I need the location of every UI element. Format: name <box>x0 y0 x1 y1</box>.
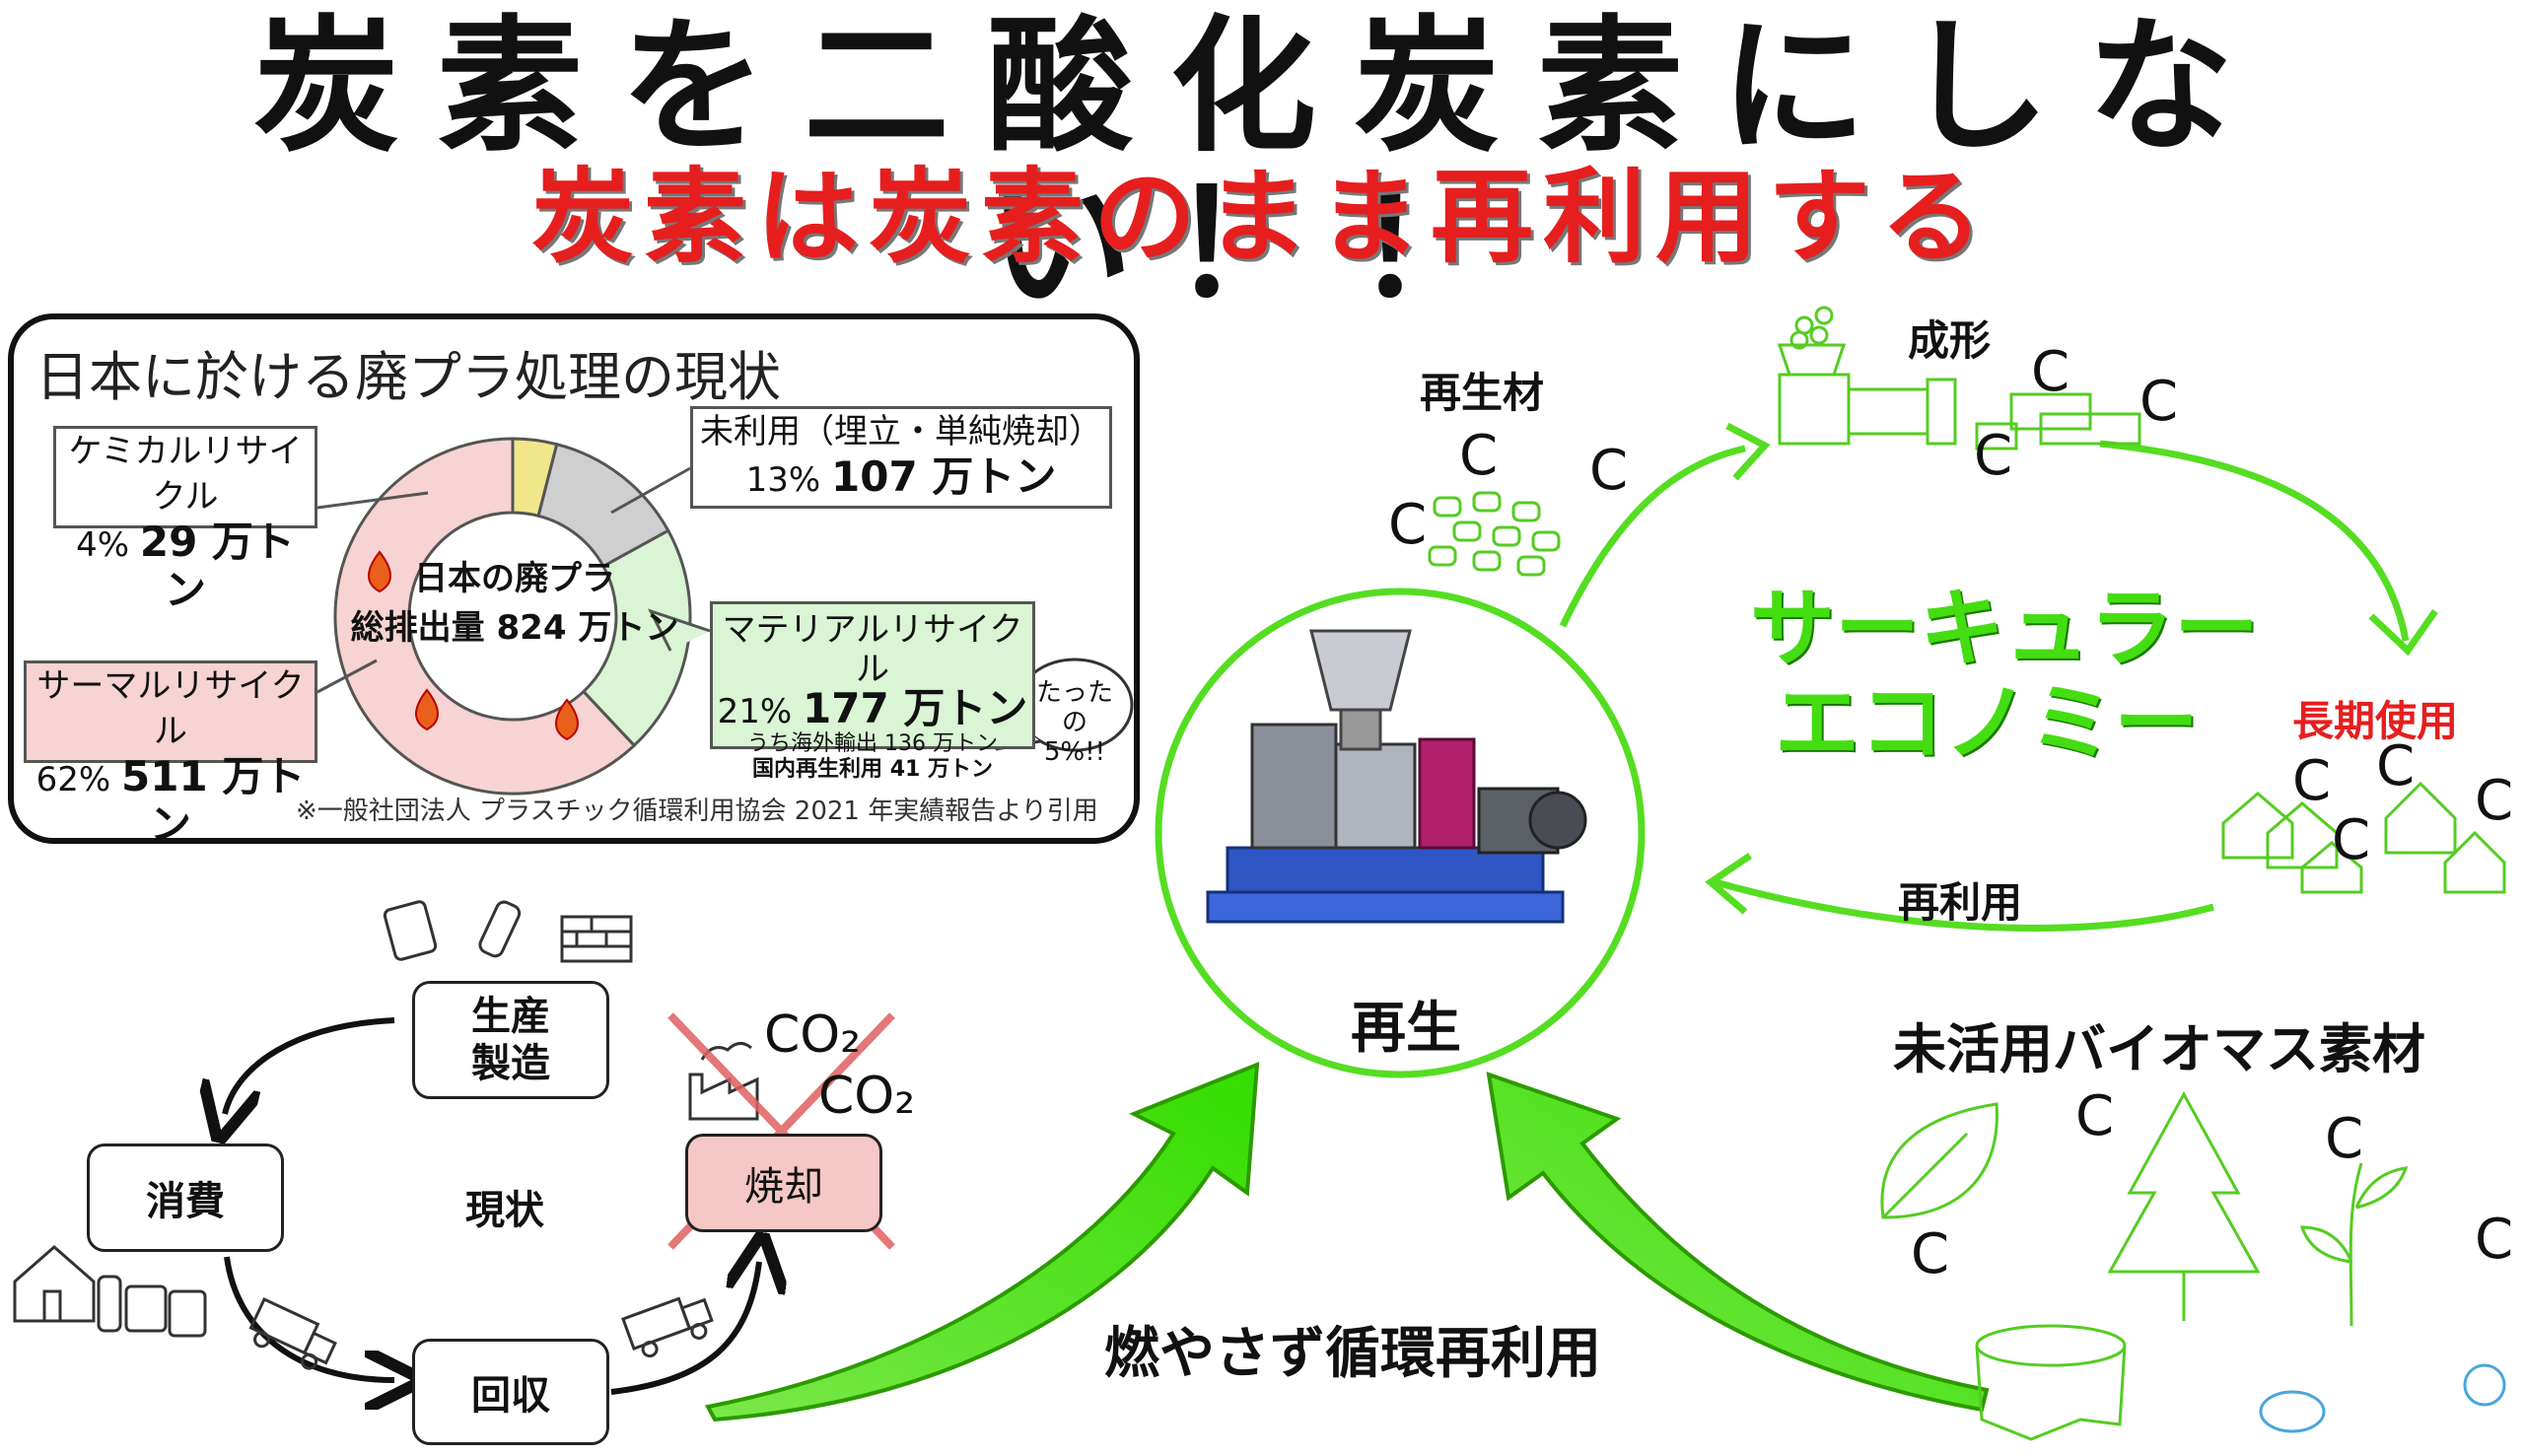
arrow-reuse <box>1715 878 2214 932</box>
main-title: 炭素を二酸化炭素にしない！！ <box>253 2 2271 329</box>
carbon-label: C <box>2325 1107 2364 1171</box>
source-note: ※一般社団法人 プラスチック循環利用協会 2021 年実績報告より引用 <box>296 797 1098 826</box>
chemical-pct: 4% <box>76 525 130 565</box>
bubble-text: たったの 5%!! <box>1025 678 1124 767</box>
donut-center-line2: 総排出量 824 万トン <box>350 608 679 648</box>
material-export: うち海外輸出 136 万トン <box>747 731 998 756</box>
circular-economy-label: サーキュラー エコノミー <box>1750 580 2259 773</box>
long-term-use-label: 長期使用 <box>2292 697 2459 745</box>
chemical-amount: 29 万トン <box>139 518 295 614</box>
unused-leader <box>610 466 691 515</box>
no-burn-label: 燃やさず循環再利用 <box>1104 1322 1601 1386</box>
donut-slice-thermal <box>333 437 637 796</box>
carbon-label: C <box>2475 769 2514 833</box>
thermal-name: サーマルリサイクル <box>36 666 305 751</box>
incineration-box: 焼却 <box>685 1134 882 1232</box>
sea-life-icons <box>2259 1363 2506 1433</box>
subtitle: 炭素は炭素のまま再利用する <box>530 157 1993 277</box>
arrow-production-to-consumption <box>225 1017 395 1114</box>
callout-thermal: サーマルリサイクル 62% 511 万トン <box>24 660 317 848</box>
arrow-collection-to-incineration <box>610 1262 759 1395</box>
recycling-machine-icon <box>1206 629 1587 924</box>
material-name: マテリアルリサイクル <box>722 610 1023 689</box>
consumption-box: 消費 <box>87 1144 284 1252</box>
chemical-leader <box>316 491 429 510</box>
flame-icon <box>368 550 579 741</box>
status-panel <box>8 313 1140 844</box>
material-pct: 21% <box>717 692 793 731</box>
unused-pct: 13% <box>745 460 821 500</box>
thermal-leader <box>316 659 378 694</box>
production-box: 生産 製造 <box>412 981 609 1099</box>
biomass-icons <box>1880 1090 2409 1441</box>
biomass-label: 未活用バイオマス素材 <box>1893 1018 2425 1080</box>
economy-line2: エコノミー <box>1775 674 2199 773</box>
arrow-to-molding <box>1559 445 1746 628</box>
household-icon <box>13 1245 207 1338</box>
big-arrow-left <box>704 1061 1260 1422</box>
carbon-label: C <box>2075 1084 2115 1148</box>
molding-machine-icon <box>1777 306 2141 451</box>
carbon-label: C <box>1388 493 1428 557</box>
carbon-label: C <box>2139 370 2179 434</box>
products-icon <box>383 900 633 963</box>
donut-center-line1: 日本の廃プラ <box>414 559 615 598</box>
leaf-icon <box>1880 1102 1998 1219</box>
callout-material: マテリアルリサイクル 21% 177 万トン うち海外輸出 136 万トン 国内… <box>710 601 1035 782</box>
economy-line1: サーキュラー <box>1750 580 2259 678</box>
co2-label-b: CO₂ <box>818 1067 916 1126</box>
carbon-label: C <box>2475 1208 2514 1272</box>
arrow-consumption-to-collection <box>224 1256 394 1380</box>
panel-title: 日本に於ける廃プラ処理の現状 <box>35 346 781 408</box>
big-arrow-right <box>1486 1072 1990 1413</box>
current-status-label: 現状 <box>465 1188 544 1233</box>
callout-unused: 未利用（埋立・単純焼却） 13% 107 万トン <box>690 406 1112 509</box>
unused-amount: 107 万トン <box>831 452 1057 501</box>
carbon-label: C <box>2292 749 2332 813</box>
collection-box: 回収 <box>412 1339 609 1445</box>
waste-plastic-donut-chart <box>333 437 692 796</box>
reuse-label: 再利用 <box>1898 878 2023 927</box>
callout-chemical: ケミカルリサイクル 4% 29 万トン <box>53 426 317 613</box>
carbon-label: C <box>2031 340 2070 404</box>
unused-name: 未利用（埋立・単純焼却） <box>700 412 1102 451</box>
thermal-amount: 511 万トン <box>121 752 306 849</box>
material-amount: 177 万トン <box>803 684 1028 732</box>
carbon-label: C <box>2376 734 2416 798</box>
houses-icon <box>2221 781 2506 894</box>
stump-icon <box>1975 1324 2127 1367</box>
carbon-label: C <box>1911 1222 1950 1286</box>
material-domestic: 国内再生利用 41 万トン <box>752 757 993 782</box>
thermal-pct: 62% <box>35 760 111 799</box>
recycled-material-label: 再生材 <box>1420 369 1545 417</box>
molding-label: 成形 <box>1908 316 1992 365</box>
carbon-label: C <box>1974 424 2013 488</box>
carbon-label: C <box>1459 424 1499 488</box>
arrow-to-long-term-use <box>2099 440 2410 642</box>
carbon-label: C <box>1589 439 1629 503</box>
bubble-line1: たったの <box>1035 678 1113 737</box>
donut-slice-material <box>581 528 692 748</box>
regeneration-label: 再生 <box>1351 997 1461 1061</box>
truck-icon <box>248 1296 714 1370</box>
donut-center: 日本の廃プラ 総排出量 824 万トン <box>347 554 682 653</box>
carbon-label: C <box>2332 808 2371 872</box>
sprout-icon <box>2349 1162 2363 1327</box>
pellets-icon <box>1428 491 1561 577</box>
factory-icon <box>688 1042 759 1121</box>
tree-icon <box>2107 1090 2261 1274</box>
chemical-name: ケミカルリサイクル <box>68 432 303 517</box>
co2-label-a: CO₂ <box>764 1005 862 1065</box>
material-leader <box>648 608 711 652</box>
bubble-line2: 5%!! <box>1043 737 1106 767</box>
